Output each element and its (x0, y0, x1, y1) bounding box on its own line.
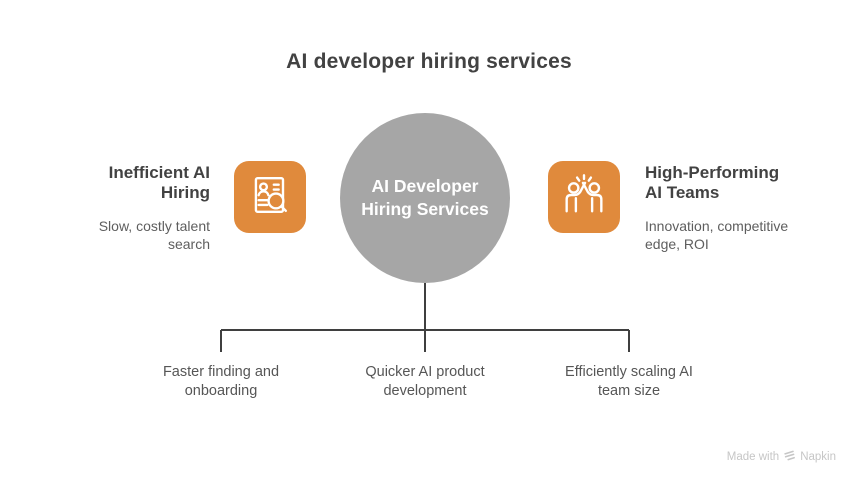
outcome-label-3: Efficiently scaling AI team size (565, 364, 693, 399)
right-icon-card (548, 161, 620, 233)
right-item-text: High-Performing AI Teams Innovation, com… (645, 163, 810, 253)
left-icon-card (234, 161, 306, 233)
page-title: AI developer hiring services (286, 50, 572, 73)
resume-search-icon (244, 169, 296, 226)
made-with-napkin-link[interactable]: Made with Napkin (727, 449, 836, 465)
left-item-text: Inefficient AI Hiring Slow, costly talen… (50, 163, 210, 253)
left-item-description: Slow, costly talent search (98, 218, 210, 252)
outcome-label-1: Faster finding and onboarding (162, 364, 280, 399)
right-item-heading: High-Performing AI Teams (645, 163, 780, 202)
napkin-brand-label: Napkin (800, 451, 836, 463)
high-five-icon (558, 169, 610, 226)
center-node-label: AI Developer Hiring Services (361, 175, 489, 219)
made-with-label: Made with (726, 451, 780, 463)
left-item-heading: Inefficient AI Hiring (108, 163, 210, 202)
napkin-logo-icon (783, 449, 796, 465)
center-node: AI Developer Hiring Services (340, 113, 510, 283)
outcome-label-2: Quicker AI product development (365, 364, 485, 399)
right-item-description: Innovation, competitive edge, ROI (645, 218, 789, 252)
